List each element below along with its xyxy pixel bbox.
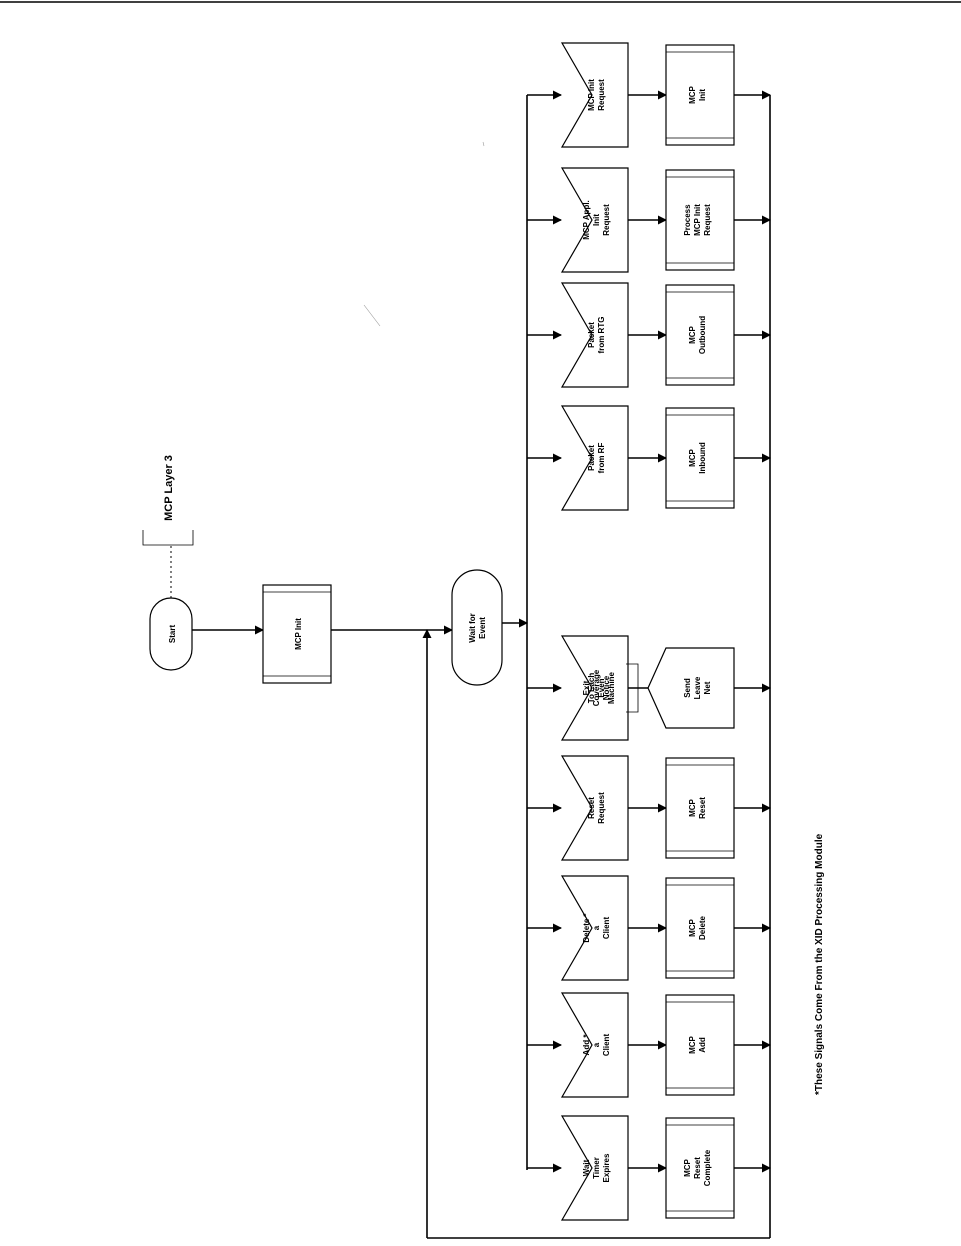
process-label-line: MCP — [683, 1158, 692, 1176]
layer-annotation: MCP Layer 3 — [142, 455, 194, 598]
signal-label-line: Timer — [592, 1157, 601, 1179]
signal-label-line: Delete * — [582, 912, 591, 942]
signal-label-line: MCP Init — [587, 79, 596, 111]
signal-label-line: Add * — [582, 1034, 591, 1056]
process-label-line: Complete — [703, 1149, 712, 1186]
signal-label-line: Request — [597, 79, 606, 111]
input-signal-shape — [560, 755, 629, 861]
signal-label-line: Request — [597, 792, 606, 824]
signal-label-line: Packet — [587, 322, 596, 348]
process-box — [665, 757, 735, 859]
signal-label-line: Coverage — [592, 669, 601, 706]
signal-label-line: MCP Appl. — [582, 200, 591, 240]
scan-mark — [482, 141, 485, 147]
input-signal-shape — [560, 42, 629, 148]
process-label-line: Leave — [693, 676, 702, 699]
process-box — [665, 994, 735, 1096]
process-label-line: Init — [698, 89, 707, 101]
process-label-line: MCP — [688, 85, 697, 103]
start-terminator: Start — [149, 597, 193, 671]
start-label: Start — [168, 625, 177, 644]
process-label-line: MCP — [688, 798, 697, 816]
output-signal-shape — [647, 647, 735, 729]
process-label-line: Inbound — [698, 442, 707, 474]
signal-label-line: Reset — [587, 797, 596, 819]
process-label-line: Reset — [693, 1157, 702, 1179]
process-label-line: MCP — [688, 1035, 697, 1053]
input-signal-shape — [560, 992, 629, 1098]
process-label-line: Add — [698, 1037, 707, 1053]
process-box — [665, 284, 735, 386]
process-label-line: Net — [703, 681, 712, 694]
output-note-line: Even — [597, 678, 606, 697]
output-note-line: To Each — [587, 673, 596, 704]
wait-label-line2: Event — [478, 617, 487, 639]
process-label-line: Delete — [698, 915, 707, 940]
process-box — [665, 1117, 735, 1219]
process-label-line: MCP — [688, 325, 697, 343]
signal-label-line: Expires — [602, 1153, 611, 1182]
signal-label-line: a — [592, 1042, 601, 1047]
wait-label-line1: Wait for — [468, 613, 477, 642]
process-box — [665, 407, 735, 509]
process-label-line: Outbound — [698, 316, 707, 354]
signal-label-line: Packet — [587, 445, 596, 471]
signal-label-line: Request — [602, 204, 611, 236]
input-signal-shape — [560, 875, 629, 981]
process-label-line: MCP — [688, 448, 697, 466]
signal-label-line: Wait — [582, 1159, 591, 1176]
input-signal-shape — [560, 635, 629, 741]
signal-label-line: Client — [602, 1034, 611, 1057]
output-note-line: Machine — [607, 671, 616, 704]
wait-for-event-state: Wait for Event — [451, 569, 503, 686]
process-label-line: Request — [703, 204, 712, 236]
process-label-line: Reset — [698, 797, 707, 819]
signal-label-line: from RF — [597, 443, 606, 474]
input-signal-shape — [560, 282, 629, 388]
footnote: *These Signals Come From the XID Process… — [814, 833, 825, 1095]
process-label-line: Send — [683, 678, 692, 698]
init-label: MCP Init — [294, 618, 303, 650]
signal-label-line: Notice — [602, 675, 611, 700]
process-label-line: Process — [683, 204, 692, 236]
layer-label: MCP Layer 3 — [163, 455, 175, 521]
signal-label-line: Client — [602, 917, 611, 940]
signal-label-line: a — [592, 925, 601, 930]
init-process-box: MCP Init — [262, 584, 332, 684]
process-label-line: MCP — [688, 918, 697, 936]
signal-label-line: from RTG — [597, 317, 606, 354]
signal-label-line: Init — [592, 214, 601, 226]
process-label-line: MCP Init — [693, 204, 702, 236]
input-signal-shape — [560, 167, 629, 273]
process-box — [665, 44, 735, 146]
scan-mark — [363, 304, 381, 327]
input-signal-shape — [560, 1115, 629, 1221]
input-signal-shape — [560, 405, 629, 511]
process-box — [665, 877, 735, 979]
signal-label-line: Exit — [582, 680, 591, 695]
